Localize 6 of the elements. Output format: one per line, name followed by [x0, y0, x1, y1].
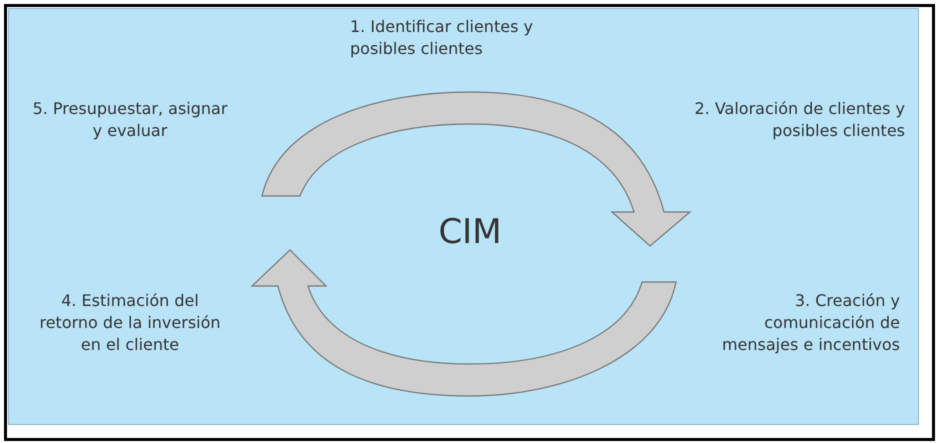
step-text: 1. Identificar clientes y posibles clientes — [350, 16, 590, 60]
center-label: CIM — [437, 212, 503, 252]
step-text: 5. Presupuestar, asignar y evaluar — [30, 98, 230, 142]
step-text: 3. Creación y comunicación de mensajes e incentivos — [700, 290, 900, 356]
step-text: 2. Valoración de clientes y posibles clientes — [690, 98, 905, 142]
step-text: 4. Estimación del retorno de la inversión en el cliente — [30, 290, 230, 356]
